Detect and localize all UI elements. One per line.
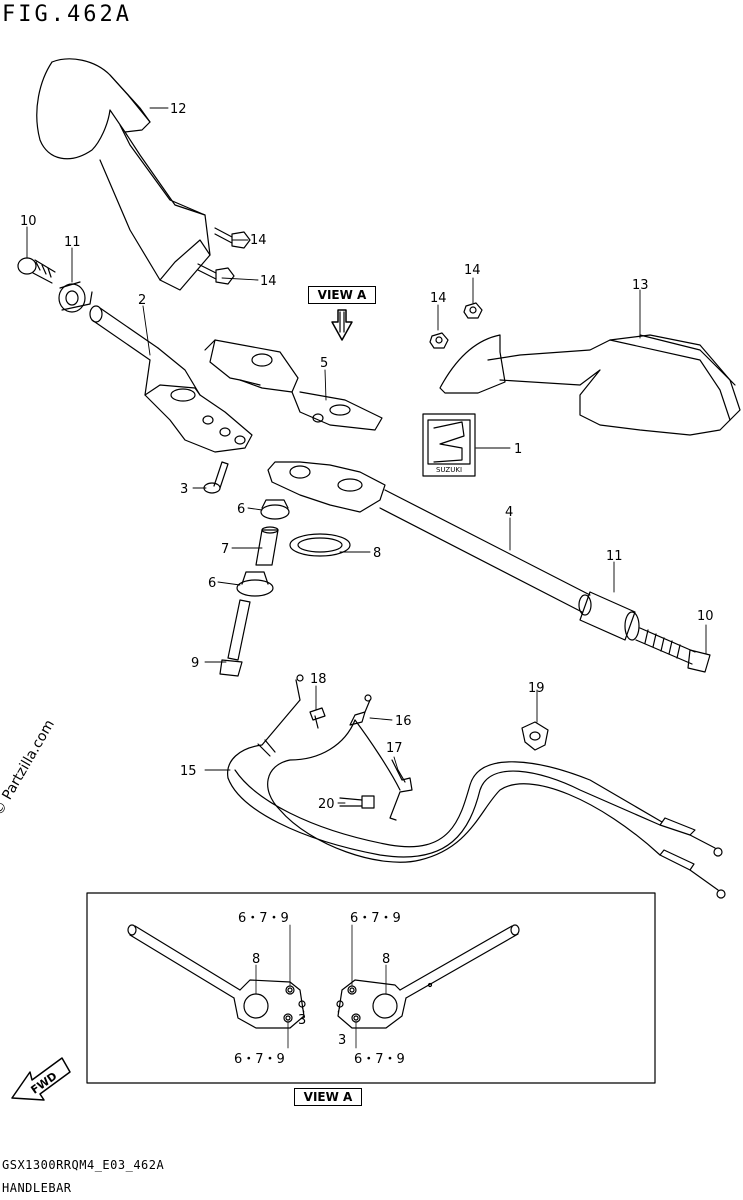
cable-clamp-part xyxy=(389,759,413,821)
callout-9: 9 xyxy=(191,656,199,671)
right-mirror-part xyxy=(439,334,741,436)
figure-title: FIG.462A xyxy=(2,2,132,27)
callout-20: 20 xyxy=(318,797,335,812)
inset-left-handlebar xyxy=(127,924,306,1029)
nut-14-c-part xyxy=(429,332,449,349)
inset-callout-6-7-9-bottom-left: 6・7・9 xyxy=(234,1052,285,1067)
callout-19: 19 xyxy=(528,681,545,696)
nut-14-d-part xyxy=(463,302,483,319)
inset-callout-3-left: 3 xyxy=(298,1013,306,1028)
inset-callout-8-right: 8 xyxy=(382,952,390,967)
screw-18-part xyxy=(309,707,326,729)
callout-16: 16 xyxy=(395,714,412,729)
left-mirror-part xyxy=(36,58,211,291)
callout-10-a: 10 xyxy=(20,214,37,229)
inset-right-handlebar xyxy=(336,924,520,1029)
collar-lower-part xyxy=(236,571,274,597)
callout-18: 18 xyxy=(310,672,327,687)
emblem-part: SUZUKI xyxy=(422,413,476,477)
callout-14-d: 14 xyxy=(464,263,481,278)
throttle-cable-return-part xyxy=(267,694,726,899)
collar-sleeve-part xyxy=(255,526,279,566)
right-handlebar-part xyxy=(267,461,592,616)
callout-1: 1 xyxy=(514,442,522,457)
left-handlebar-part xyxy=(89,305,253,453)
callout-6-b: 6 xyxy=(208,576,216,591)
callout-11-a: 11 xyxy=(64,235,81,250)
right-holder-part xyxy=(204,339,383,431)
callout-17: 17 xyxy=(386,741,403,756)
callout-14-c: 14 xyxy=(430,291,447,306)
logo-text: SUZUKI xyxy=(436,466,462,474)
bolt-20-part xyxy=(339,795,375,809)
fwd-label: FWD xyxy=(28,1070,59,1097)
bar-end-bolt-right-part xyxy=(635,627,711,673)
clip-19-part xyxy=(521,721,549,751)
inset-callout-6-7-9-top-left: 6・7・9 xyxy=(238,911,289,926)
nut-14-b-part xyxy=(197,263,235,285)
inset-callout-3-right: 3 xyxy=(338,1033,346,1048)
bar-end-bolt-left-part xyxy=(17,257,56,284)
callout-5: 5 xyxy=(320,356,328,371)
callout-3: 3 xyxy=(180,482,188,497)
callout-4: 4 xyxy=(505,505,513,520)
view-a-label-bottom: VIEW A xyxy=(294,1088,362,1106)
view-a-label-top: VIEW A xyxy=(308,286,376,304)
callout-12: 12 xyxy=(170,102,187,117)
fwd-arrow: FWD xyxy=(11,1057,71,1101)
inset-callout-6-7-9-top-right: 6・7・9 xyxy=(350,911,401,926)
callout-11-b: 11 xyxy=(606,549,623,564)
callout-8: 8 xyxy=(373,546,381,561)
callout-2: 2 xyxy=(138,293,146,308)
inset-callout-8-left: 8 xyxy=(252,952,260,967)
collar-upper-part xyxy=(260,499,290,520)
figure-code: GSX1300RRQM4_E03_462A xyxy=(2,1158,165,1172)
view-a-arrow xyxy=(331,309,353,341)
callout-13: 13 xyxy=(632,278,649,293)
callout-7: 7 xyxy=(221,542,229,557)
bar-end-weight-left-part xyxy=(58,281,93,313)
figure-name: HANDLEBAR xyxy=(2,1181,72,1195)
view-a-inset: 6・7・9 6・7・9 6・7・9 6・7・9 8 8 3 3 xyxy=(86,892,656,1084)
inset-callout-6-7-9-bottom-right: 6・7・9 xyxy=(354,1052,405,1067)
leader-lines xyxy=(26,107,707,804)
callout-6-a: 6 xyxy=(237,502,245,517)
bar-end-weight-right-part xyxy=(579,591,640,641)
bolt-9-part xyxy=(219,599,251,677)
grommet-part xyxy=(289,533,351,557)
bolt-3-part xyxy=(203,461,229,494)
callout-15: 15 xyxy=(180,764,197,779)
callout-14-b: 14 xyxy=(260,274,277,289)
callout-14-a: 14 xyxy=(250,233,267,248)
callout-10-b: 10 xyxy=(697,609,714,624)
nut-14-a-part xyxy=(214,227,251,249)
throttle-cable-part xyxy=(227,674,723,858)
